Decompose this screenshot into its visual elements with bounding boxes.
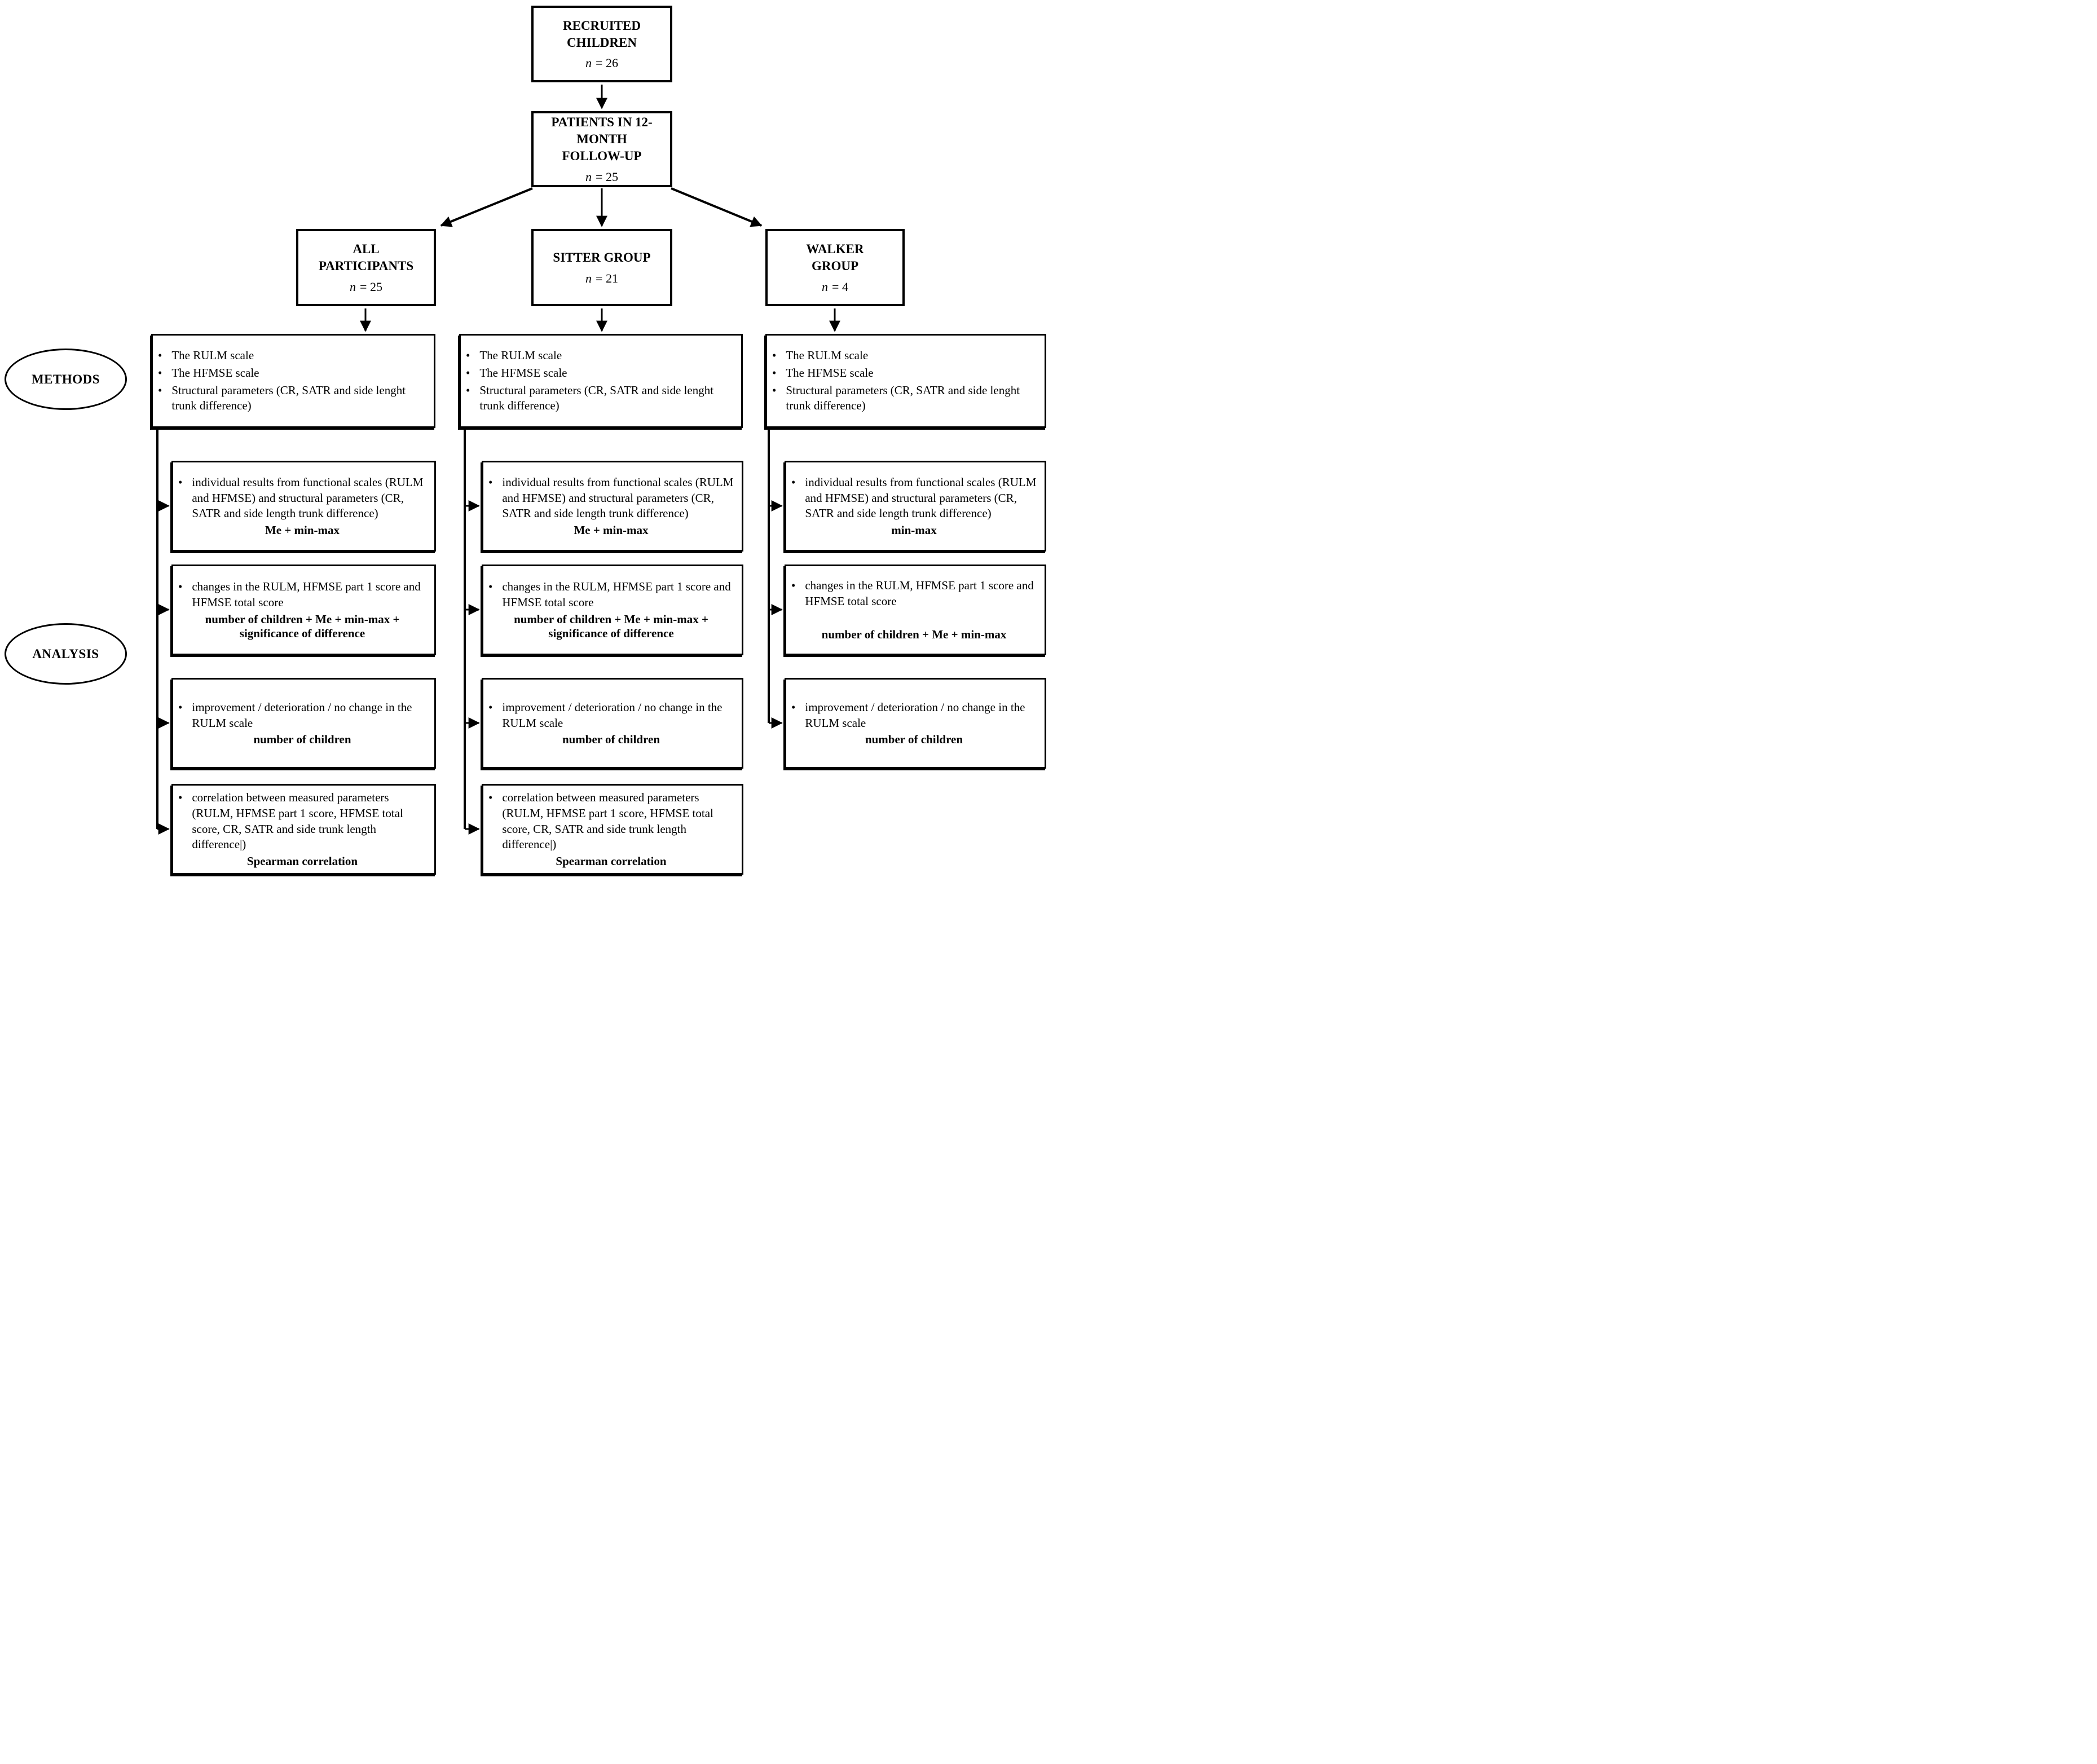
n-symbol: n: [822, 279, 829, 294]
analysis-bullet: correlation between measured parameters …: [488, 790, 734, 853]
n-symbol: n: [585, 56, 592, 70]
analysis-box-sitter-correlation: correlation between measured parameters …: [482, 784, 743, 875]
analysis-result: number of children + Me + min-max: [821, 627, 1007, 641]
n-value: = 26: [596, 56, 618, 70]
analysis-box-walker-individual-results: individual results from functional scale…: [785, 461, 1046, 552]
methods-bullet: The HFMSE scale: [158, 365, 426, 381]
analysis-result: number of children + Me + min-max + sign…: [205, 612, 400, 640]
analysis-box-all-improvement: improvement / deterioration / no change …: [171, 678, 436, 769]
methods-stage-ellipse: METHODS: [5, 349, 127, 410]
methods-bullet: Structural parameters (CR, SATR and side…: [772, 383, 1037, 414]
analysis-result: Spearman correlation: [246, 854, 358, 868]
n-value: = 4: [832, 279, 848, 294]
node-title: PATIENTS IN 12-MONTH FOLLOW-UP: [551, 115, 653, 163]
analysis-result: Spearman correlation: [556, 854, 667, 868]
sample-size: n = 26: [585, 56, 618, 70]
methods-bullet: Structural parameters (CR, SATR and side…: [158, 383, 426, 414]
n-symbol: n: [585, 169, 592, 184]
methods-bullet: The RULM scale: [772, 348, 1037, 364]
sample-size: n = 25: [585, 170, 618, 184]
analysis-box-sitter-improvement: improvement / deterioration / no change …: [482, 678, 743, 769]
node-title: RECRUITED CHILDREN: [562, 18, 641, 50]
analysis-bullet: changes in the RULM, HFMSE part 1 score …: [791, 578, 1037, 609]
sample-size: n = 25: [350, 280, 382, 294]
analysis-result: number of children: [562, 733, 660, 747]
methods-box-sitter: The RULM scale The HFMSE scale Structura…: [459, 334, 743, 428]
node-group-sitter: SITTER GROUP n = 21: [531, 229, 672, 306]
analysis-result: Me + min-max: [574, 523, 649, 537]
methods-bullet: The RULM scale: [158, 348, 426, 364]
node-group-all-participants: ALL PARTICIPANTS n = 25: [296, 229, 436, 306]
analysis-result: Me + min-max: [265, 523, 340, 537]
analysis-bullet: changes in the RULM, HFMSE part 1 score …: [178, 579, 426, 610]
node-followup: PATIENTS IN 12-MONTH FOLLOW-UP n = 25: [531, 111, 672, 187]
methods-bullet: Structural parameters (CR, SATR and side…: [466, 383, 733, 414]
arrow-followup-to-all: [440, 187, 533, 227]
analysis-bullet: improvement / deterioration / no change …: [488, 700, 734, 731]
methods-box-walker: The RULM scale The HFMSE scale Structura…: [765, 334, 1046, 428]
analysis-box-all-individual-results: individual results from functional scale…: [171, 461, 436, 552]
node-title: WALKER GROUP: [806, 242, 864, 273]
analysis-bullet: individual results from functional scale…: [178, 475, 426, 522]
n-symbol: n: [350, 279, 356, 294]
analysis-box-all-correlation: correlation between measured parameters …: [171, 784, 436, 875]
n-symbol: n: [585, 271, 592, 285]
analysis-bullet: correlation between measured parameters …: [178, 790, 426, 853]
study-flowchart: RECRUITED CHILDREN n = 26 PATIENTS IN 12-…: [0, 0, 1048, 882]
methods-bullet: The HFMSE scale: [466, 365, 733, 381]
node-title: SITTER GROUP: [553, 250, 651, 265]
arrow-followup-to-walker: [671, 187, 763, 227]
analysis-bullet: individual results from functional scale…: [791, 475, 1037, 522]
analysis-box-walker-improvement: improvement / deterioration / no change …: [785, 678, 1046, 769]
n-value: = 21: [596, 271, 618, 285]
stage-label: ANALYSIS: [32, 646, 99, 661]
n-value: = 25: [360, 279, 382, 294]
methods-box-all: The RULM scale The HFMSE scale Structura…: [151, 334, 435, 428]
analysis-result: min-max: [891, 523, 937, 537]
analysis-bullet: improvement / deterioration / no change …: [791, 700, 1037, 731]
analysis-box-walker-changes: changes in the RULM, HFMSE part 1 score …: [785, 565, 1046, 655]
node-recruited-children: RECRUITED CHILDREN n = 26: [531, 6, 672, 82]
analysis-bullet: changes in the RULM, HFMSE part 1 score …: [488, 579, 734, 610]
methods-bullet: The HFMSE scale: [772, 365, 1037, 381]
analysis-bullet: individual results from functional scale…: [488, 475, 734, 522]
node-title: ALL PARTICIPANTS: [318, 242, 414, 273]
analysis-result: number of children + Me + min-max + sign…: [514, 612, 708, 640]
analysis-box-all-changes: changes in the RULM, HFMSE part 1 score …: [171, 565, 436, 655]
analysis-result: number of children: [253, 733, 351, 747]
analysis-result: number of children: [865, 733, 963, 747]
analysis-box-sitter-individual-results: individual results from functional scale…: [482, 461, 743, 552]
methods-bullet: The RULM scale: [466, 348, 733, 364]
n-value: = 25: [596, 169, 618, 184]
analysis-bullet: improvement / deterioration / no change …: [178, 700, 426, 731]
sample-size: n= 4: [822, 280, 848, 294]
analysis-box-sitter-changes: changes in the RULM, HFMSE part 1 score …: [482, 565, 743, 655]
sample-size: n = 21: [585, 271, 618, 286]
node-group-walker: WALKER GROUP n= 4: [765, 229, 905, 306]
analysis-stage-ellipse: ANALYSIS: [5, 623, 127, 685]
stage-label: METHODS: [31, 372, 100, 386]
